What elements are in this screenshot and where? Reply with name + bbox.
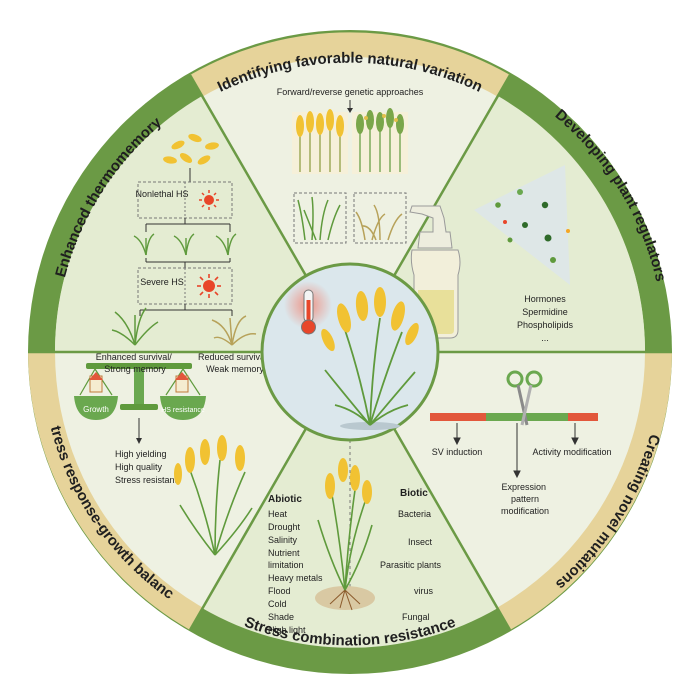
abiotic-item-salinity: Salinity — [268, 535, 298, 545]
abiotic-item-nutrient: Nutrient — [268, 548, 300, 558]
outcome-high-yielding: High yielding — [115, 449, 167, 459]
abiotic-item-flood: Flood — [268, 586, 291, 596]
wheat-plant-icon — [317, 458, 373, 591]
wheat-field-green-icon — [352, 108, 408, 174]
severe-hs-label: Severe HS — [140, 277, 184, 287]
panel-bottom — [202, 352, 498, 648]
center-plant-shadow — [340, 422, 400, 430]
seed-icon — [163, 133, 219, 165]
abiotic-item-heat: Heat — [268, 509, 288, 519]
mutation-label-expression-text: Expression — [501, 482, 546, 492]
scissors-icon — [506, 370, 543, 426]
mutation-label-expression-line3: modification — [501, 506, 549, 516]
survivor-plant-brown — [211, 315, 257, 346]
biotic-item-bacteria: Bacteria — [398, 509, 431, 519]
regulator-item-2: Spermidine — [522, 307, 568, 317]
result-reduced-survival: Reduced survival/ Weak memory — [198, 352, 272, 374]
thermometer-icon — [301, 289, 316, 335]
abiotic-item-high-light: High light — [268, 625, 306, 635]
center-circle — [260, 262, 440, 442]
balance-scale-icon — [74, 363, 206, 420]
gene-bar — [430, 413, 598, 421]
biotic-item-parasitic: Parasitic plants — [380, 560, 442, 570]
mutation-label-sv: SV induction — [432, 447, 483, 457]
result-reduced-survival-text-line2: Weak memory — [206, 364, 264, 374]
top-subtitle: Forward/reverse genetic approaches — [277, 87, 424, 97]
wheat-field-yellow-icon — [292, 109, 348, 174]
outcome-stress-resistant: Stress resistant — [115, 475, 178, 485]
result-enhanced-survival-text: Enhanced survival/ — [96, 352, 173, 362]
abiotic-item-drought: Drought — [268, 522, 301, 532]
sun-icon — [199, 190, 219, 210]
nonlethal-hs-label: Nonlethal HS — [135, 189, 188, 199]
abiotic-item-limitation: limitation — [268, 560, 304, 570]
biotic-item-fungal: Fungal — [402, 612, 430, 622]
wheat-plant-left-icon — [174, 435, 253, 556]
regulator-item-4: ... — [541, 333, 549, 343]
result-enhanced-survival-text-line2: Strong memory — [104, 364, 166, 374]
spray-droplets — [495, 189, 570, 263]
biotic-item-virus: virus — [414, 586, 434, 596]
regulator-item-3: Phospholipids — [517, 320, 574, 330]
biotic-header: Biotic — [400, 488, 428, 499]
seedlings-row — [133, 233, 237, 256]
scale-pan-growth: Growth — [83, 405, 109, 414]
outcome-high-quality: High quality — [115, 462, 163, 472]
regulator-item-1: Hormones — [524, 294, 566, 304]
soil-roots — [315, 586, 375, 611]
abiotic-item-shade: Shade — [268, 612, 294, 622]
survivor-plant-green — [111, 307, 159, 346]
mutation-label-activity: Activity modification — [532, 447, 611, 457]
mutation-label-expression: Expression pattern modification — [501, 482, 549, 516]
sun-icon-large — [197, 274, 221, 298]
abiotic-header: Abiotic — [268, 494, 302, 505]
biotic-item-insect: Insect — [408, 537, 433, 547]
center-wheat-plant-icon — [321, 287, 419, 426]
scale-pan-hs-resistance: HS resistance — [161, 407, 205, 414]
seedling-boxes — [293, 192, 407, 244]
result-reduced-survival-text: Reduced survival/ — [198, 352, 270, 362]
result-enhanced-survival: Enhanced survival/ Strong memory — [96, 352, 175, 374]
abiotic-item-cold: Cold — [268, 599, 287, 609]
mutation-label-expression-line2: pattern — [511, 494, 539, 504]
abiotic-item-heavy-metals: Heavy metals — [268, 573, 323, 583]
